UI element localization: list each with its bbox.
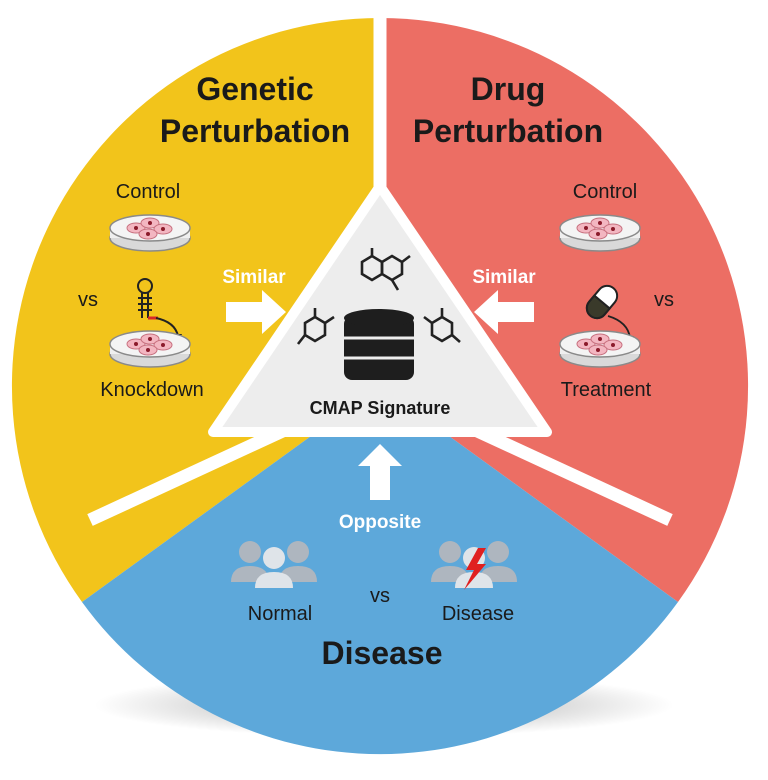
drug-vs-label: vs bbox=[654, 289, 674, 311]
genetic-title-line1: Genetic bbox=[196, 71, 313, 107]
treatment-dish-icon bbox=[559, 330, 641, 368]
genetic-control-label: Control bbox=[116, 181, 180, 203]
pill-icon bbox=[585, 284, 619, 320]
disease-label: Disease bbox=[442, 603, 514, 625]
knockdown-dish-icon bbox=[109, 330, 191, 368]
shrna-hairpin-icon bbox=[137, 278, 182, 342]
disease-sector bbox=[82, 386, 678, 755]
similar-arrow-left-icon bbox=[474, 290, 534, 334]
molecule-icon bbox=[296, 308, 335, 345]
genetic-title-line2: Perturbation bbox=[160, 113, 350, 149]
drug-title-line2: Perturbation bbox=[413, 113, 603, 149]
normal-label: Normal bbox=[248, 603, 312, 625]
drug-control-dish-icon bbox=[559, 214, 641, 252]
control-dish-icon bbox=[109, 214, 191, 252]
genetic-similar-label: Similar bbox=[222, 267, 286, 288]
drug-title-line1: Drug bbox=[471, 71, 546, 107]
disease-opposite-label: Opposite bbox=[339, 512, 421, 533]
lightning-icon bbox=[464, 548, 486, 590]
opposite-arrow-up-icon bbox=[358, 444, 402, 500]
molecule-icon bbox=[423, 308, 461, 343]
drug-similar-label: Similar bbox=[472, 267, 536, 288]
disease-vs-label: vs bbox=[370, 585, 390, 607]
center-triangle bbox=[208, 181, 552, 437]
disease-title: Disease bbox=[322, 635, 443, 671]
drug-sector bbox=[380, 17, 749, 602]
knockdown-label: Knockdown bbox=[100, 379, 203, 401]
center-title: CMAP Signature bbox=[310, 398, 451, 418]
similar-arrow-right-icon bbox=[226, 290, 286, 334]
treatment-label: Treatment bbox=[561, 379, 652, 401]
drug-control-label: Control bbox=[573, 181, 637, 203]
molecule-icon bbox=[360, 248, 411, 291]
genetic-vs-label: vs bbox=[78, 289, 98, 311]
genetic-sector bbox=[11, 17, 381, 602]
database-icon bbox=[344, 309, 414, 380]
